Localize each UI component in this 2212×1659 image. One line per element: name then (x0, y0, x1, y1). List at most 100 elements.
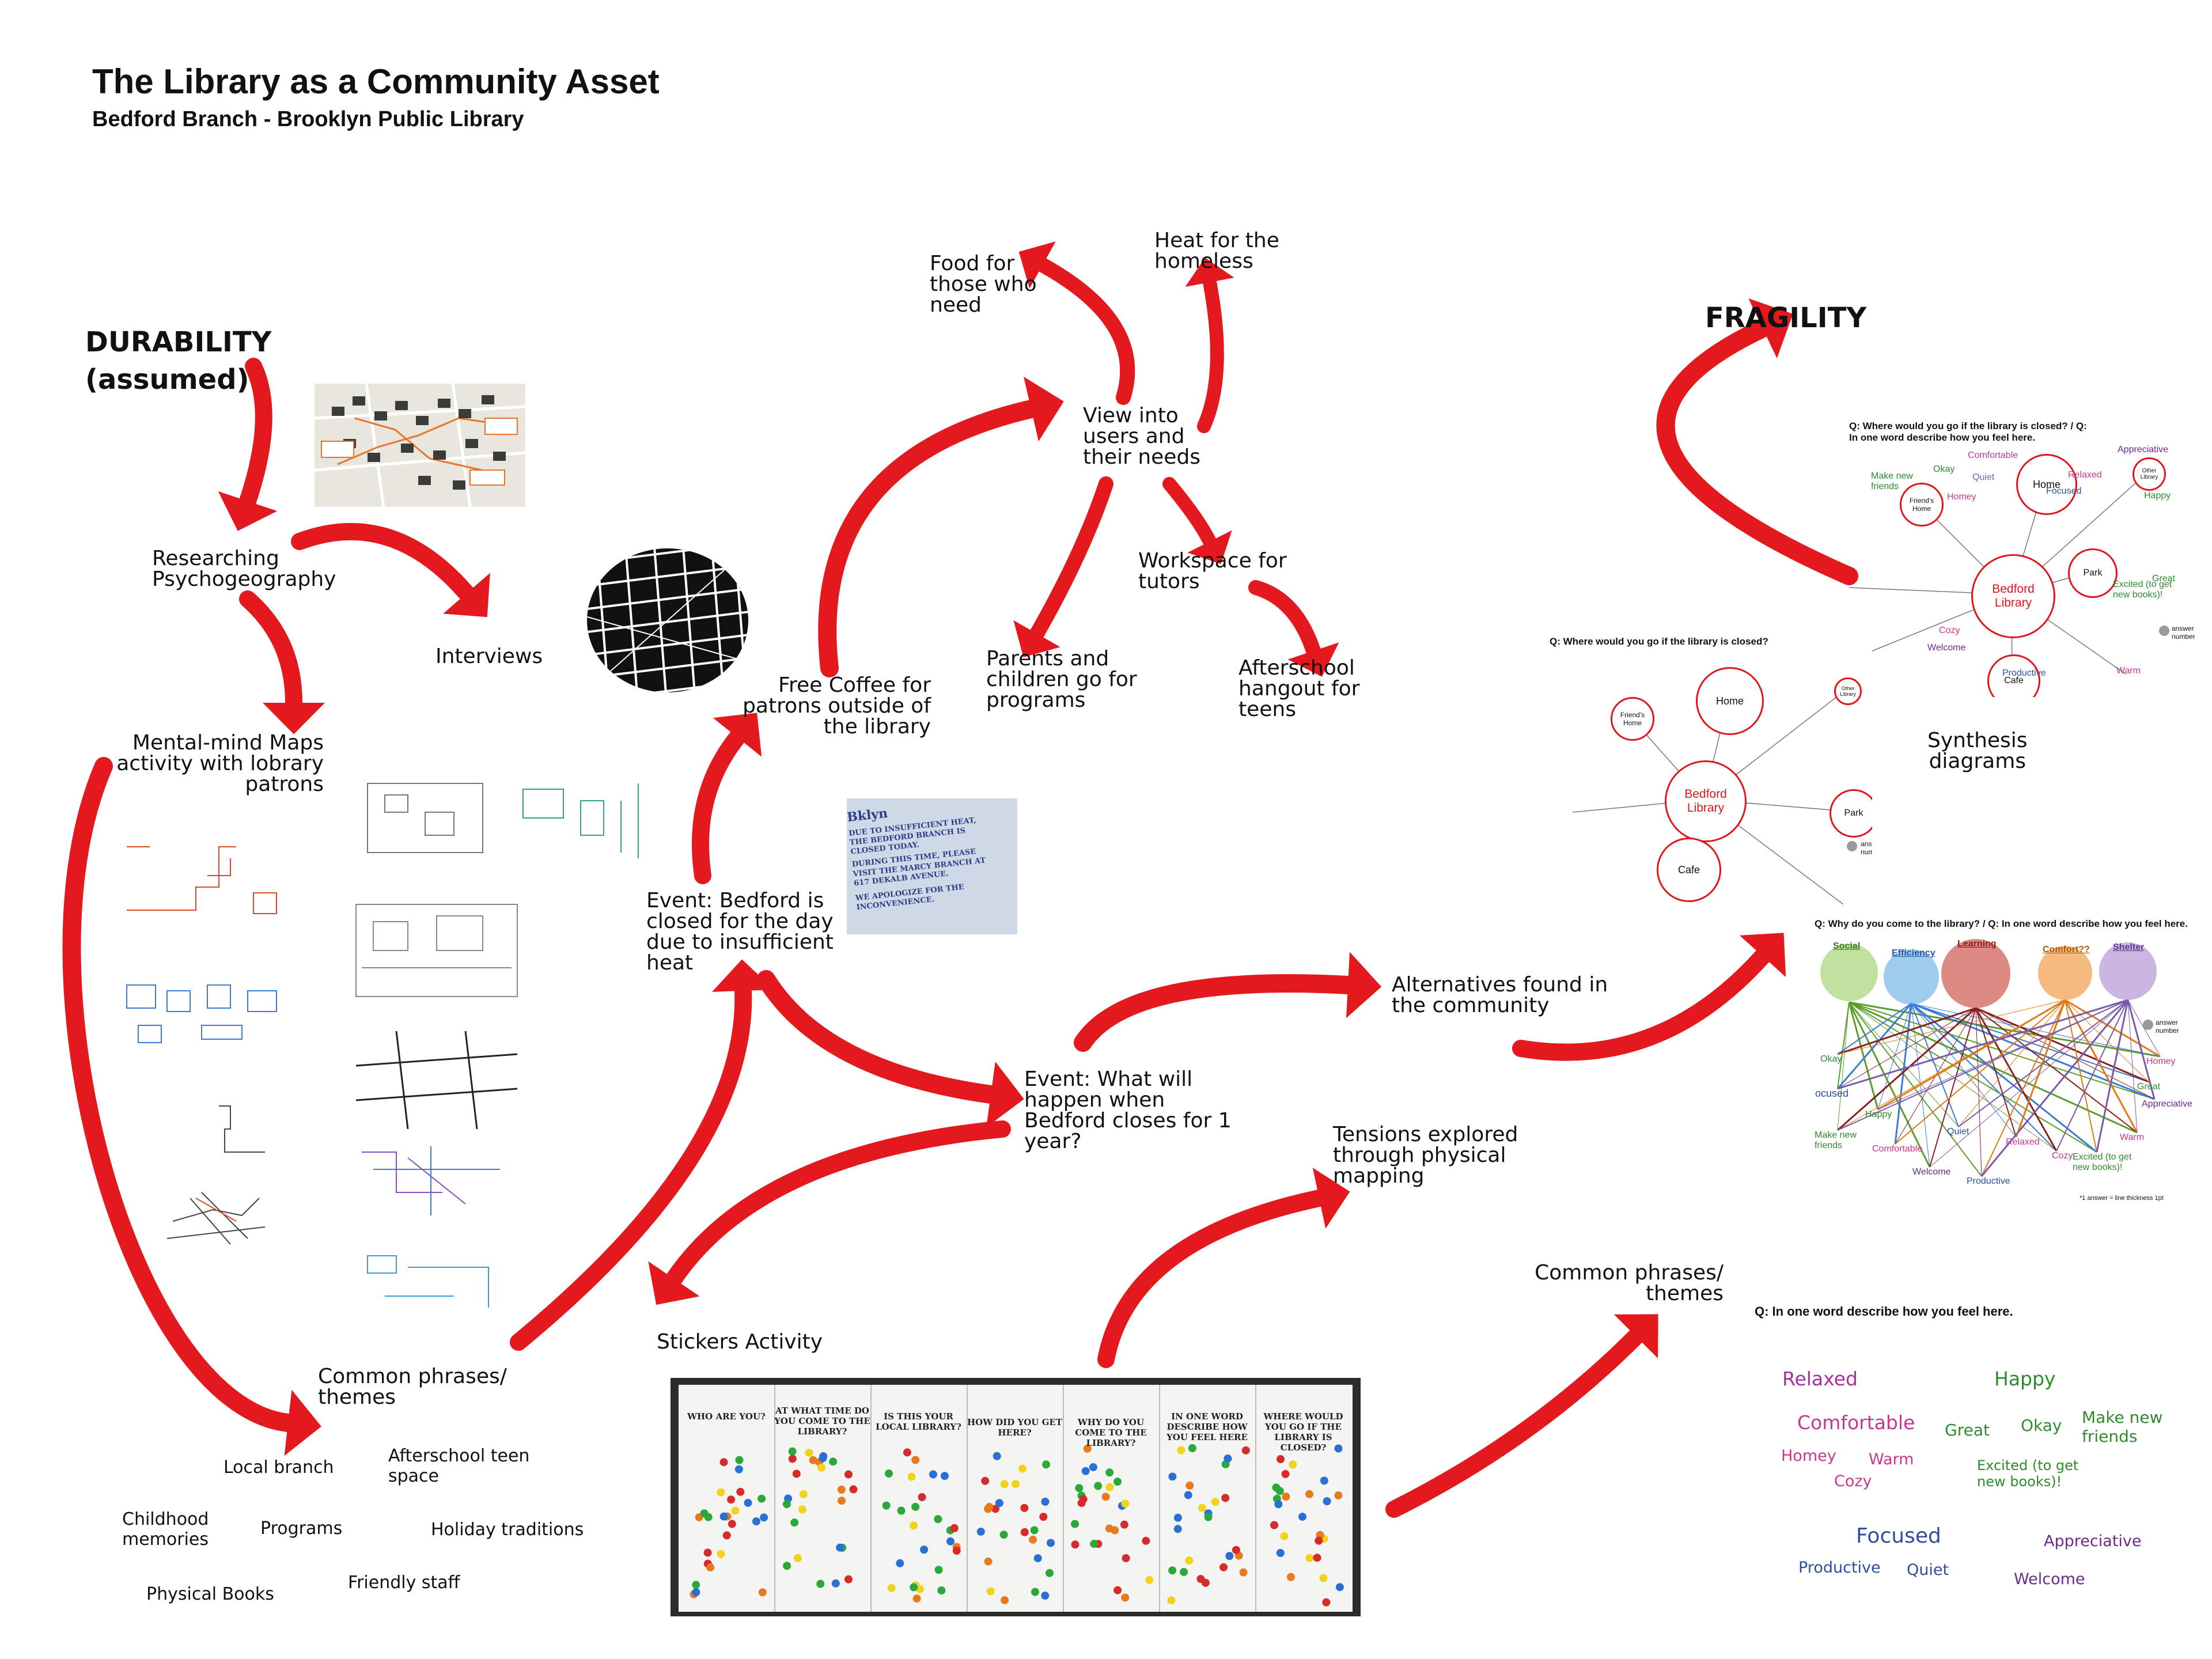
diagram1-node-other-library: Other Library (2133, 457, 2166, 491)
label-line: their needs (1083, 445, 1201, 469)
label-line: patrons outside of (743, 694, 931, 718)
category-efficiency (1884, 949, 1939, 1005)
phrase-friendly-staff: Friendly staff (348, 1573, 460, 1593)
diagram2-node-other-library: Other Library (1834, 677, 1862, 705)
diagram3-word: Homey (2146, 1056, 2176, 1066)
common-phrases-arrow (62, 757, 321, 1456)
node-label: Bedford (1684, 787, 1727, 801)
sticker-header: IN ONE WORD DESCRIBE HOW YOU FEEL HERE (1166, 1411, 1248, 1442)
label-line: diagrams (1929, 749, 2027, 773)
label-line: need (930, 293, 982, 317)
phrase-physical-books: Physical Books (146, 1584, 274, 1604)
stickers-arrow (648, 1120, 1011, 1305)
phrase-afterschool: Afterschool teen space (388, 1446, 530, 1486)
sticker-header: WHO ARE YOU? (687, 1411, 766, 1422)
label-line: Synthesis (1927, 729, 2028, 752)
label-line: themes (1645, 1282, 1724, 1305)
node-label: Library (1687, 801, 1725, 815)
mental-map-sketch-7 (350, 1141, 523, 1221)
cloud-word: Quiet (1907, 1561, 1949, 1579)
diagram3-word: Appreciative (2142, 1099, 2193, 1109)
diagram3-word: Excited (to get new books)! (2073, 1152, 2132, 1172)
event-closed-arrow (510, 959, 774, 1351)
label-line: Researching (152, 547, 279, 570)
label-line: Alternatives found in (1392, 973, 1608, 997)
sticker-header: HOW DID YOU GET HERE? (967, 1417, 1063, 1438)
sticker-board-photo: WHO ARE YOU? AT WHAT TIME DO YOU COME TO… (671, 1378, 1361, 1616)
mental-map-sketch-8 (350, 1244, 523, 1331)
mental-map-sketch-6 (350, 1031, 523, 1129)
label-workspace: Workspace for tutors (1138, 551, 1287, 592)
diagram3-legend: answer number (2156, 1018, 2179, 1035)
sketch-svg (367, 783, 639, 858)
workspace-arrow (1162, 477, 1232, 565)
common-phrases-right-arrow (1385, 1314, 1658, 1518)
diagram3-word: Quiet (1947, 1127, 1969, 1137)
durability-label: DURABILITY (assumed) (85, 324, 271, 399)
label-line: Bedford closes for 1 (1024, 1109, 1232, 1132)
sketch-svg (355, 904, 518, 997)
figure-ground-svg (587, 548, 748, 692)
label-free-coffee: Free Coffee for patrons outside of the l… (720, 675, 931, 737)
category-label: Comfort?? (2043, 945, 2090, 955)
label-line: Food for (930, 252, 1015, 275)
sticker-dots (690, 1385, 1344, 1612)
diagram3-word: Great (2137, 1082, 2161, 1092)
label-common-phrases-left: Common phrases/ themes (318, 1366, 507, 1408)
label-line: Afterschool (1238, 656, 1355, 680)
label-line: mapping (1333, 1164, 1425, 1188)
label-line: patrons (245, 772, 324, 796)
category-learning (1941, 939, 2010, 1008)
label-line: View into (1083, 404, 1179, 427)
diagram3-word: Happy (1865, 1109, 1892, 1119)
cloud-word: Excited (to get new books)! (1977, 1457, 2079, 1490)
label-view-users: View into users and their needs (1083, 406, 1200, 468)
label-line: the community (1392, 994, 1550, 1017)
diagram2-node-cafe: Cafe (1657, 838, 1721, 902)
diagram1-word: Homey (1947, 492, 1976, 502)
label-heat-homeless: Heat for the homeless (1154, 230, 1279, 272)
answer-badge (2159, 626, 2169, 636)
synthesis-diagram-2: Q: Where would you go if the library is … (1550, 634, 1872, 904)
mental-map-sketch-5 (350, 899, 523, 1002)
cloud-word: Productive (1798, 1559, 1881, 1577)
cloud-word: Appreciative (2044, 1532, 2142, 1550)
sketch-svg (362, 1146, 500, 1215)
diagram3-word: Make new friends (1815, 1130, 1857, 1150)
diagram1-word: Welcome (1927, 643, 1966, 653)
label-line: those who (930, 272, 1037, 296)
phrase-holiday: Holiday traditions (431, 1520, 584, 1540)
free-coffee-arrow (692, 713, 762, 884)
map-sketch (315, 384, 525, 507)
label-line: through physical (1333, 1143, 1506, 1167)
cloud-word: Make new friends (2082, 1408, 2163, 1446)
diagram1-word: Make new friends (1871, 471, 1913, 491)
label-line: tutors (1138, 570, 1200, 593)
label-common-phrases-right: Common phrases/ themes (1486, 1263, 1724, 1304)
diagram1-node-friends-home: Friend's Home (1900, 483, 1944, 527)
sticker-header: WHY DO YOU COME TO THE LIBRARY? (1075, 1417, 1147, 1448)
label-line: hangout for (1238, 677, 1360, 700)
afterschool-arrow (1248, 580, 1339, 677)
sketch-svg (127, 846, 277, 914)
label-synthesis: Synthesis diagrams (1927, 730, 2028, 772)
diagram2-node-home: Home (1696, 667, 1764, 735)
food-arrow (1018, 241, 1135, 405)
diagram1-word: Great (2152, 574, 2176, 584)
sketch-svg (126, 984, 277, 1043)
cloud-word: Cozy (1834, 1472, 1872, 1490)
interviews-arrow (291, 522, 490, 618)
label-line: homeless (1154, 249, 1253, 273)
closure-notice-photo: Bklyn DUE TO INSUFFICIENT HEAT, THE BEDF… (847, 798, 1017, 934)
phrase-childhood: Childhood memories (122, 1509, 209, 1550)
label-line: Event: What will (1024, 1067, 1193, 1091)
diagram1-question: Q: Where would you go if the library is … (1849, 421, 2087, 443)
fragility-arrow (1656, 298, 1858, 585)
diagram1-word: Okay (1933, 464, 1955, 474)
diagram1-word: Quiet (1972, 472, 1995, 482)
sketch-svg (355, 1031, 518, 1129)
alternatives-arrow (1074, 952, 1382, 1052)
category-label: Shelter (2113, 942, 2145, 952)
